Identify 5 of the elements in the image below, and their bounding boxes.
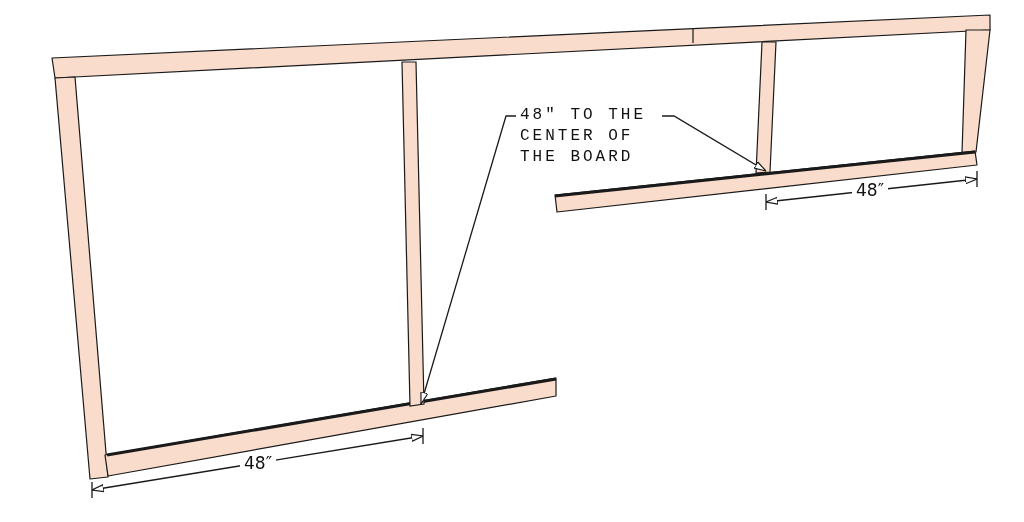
leader-line — [661, 115, 767, 172]
wall-stud — [754, 40, 778, 175]
wall-stud — [400, 60, 426, 408]
leader-line — [420, 115, 517, 405]
callout-text: 48″ TO THE CENTER OF THE BOARD — [520, 105, 660, 168]
